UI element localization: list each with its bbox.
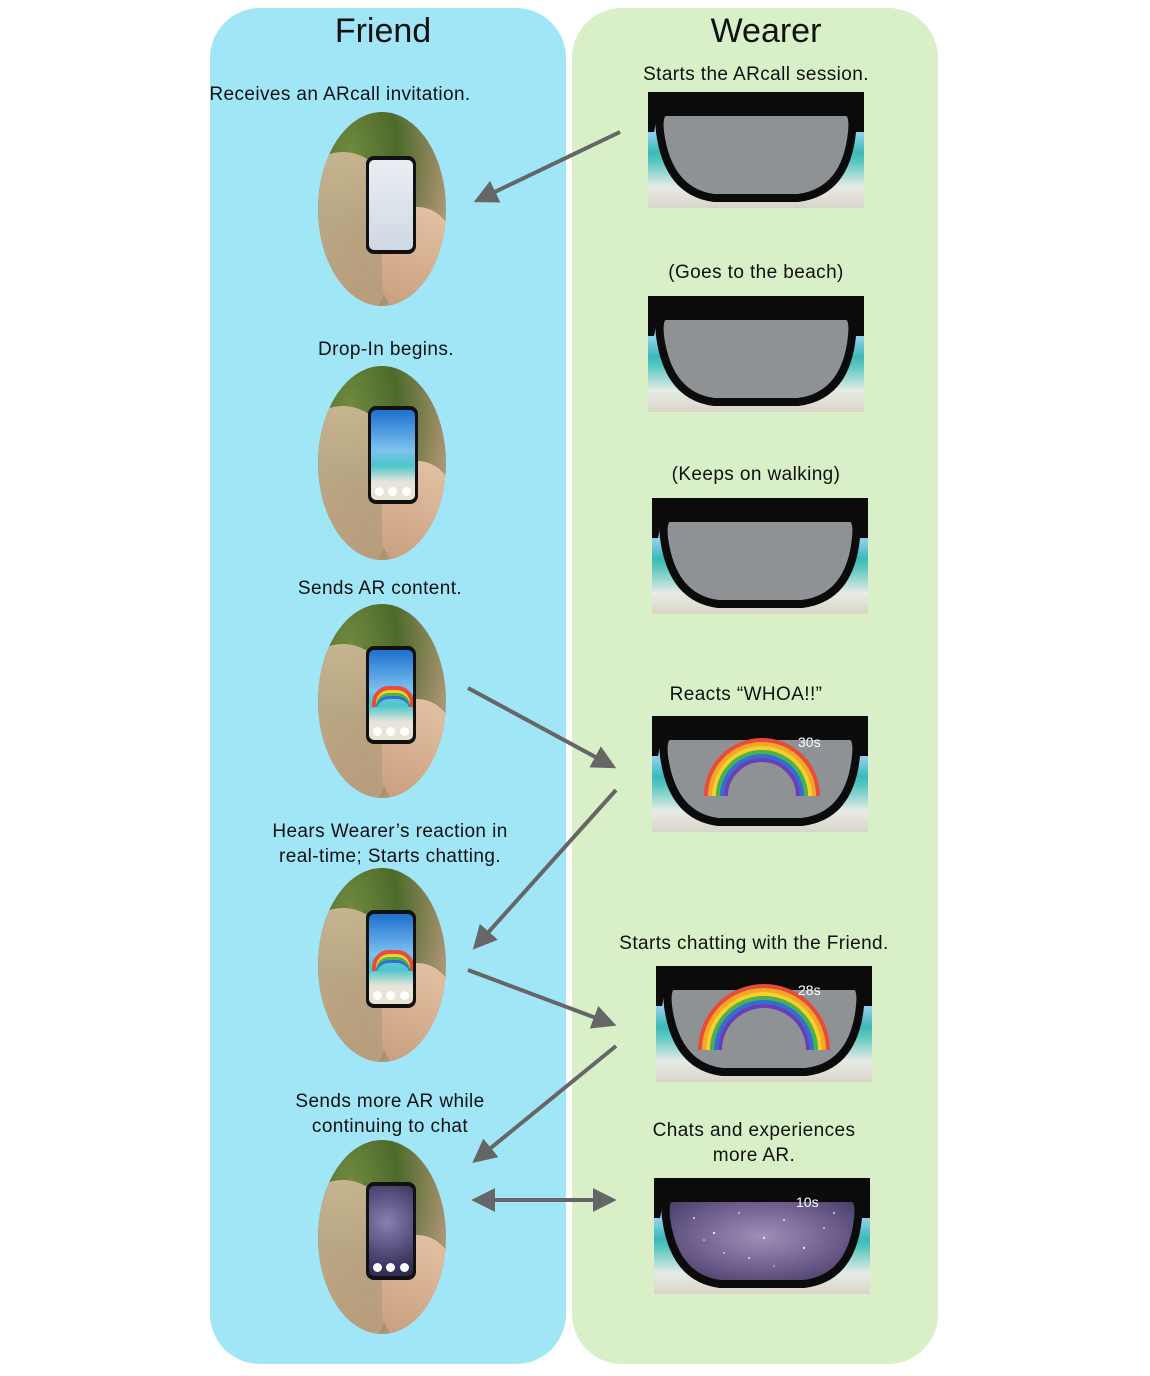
wearer-view-2 — [648, 296, 864, 412]
wearer-step-3-label: (Keeps on walking) — [671, 464, 841, 485]
wearer-view-5: 28s — [656, 966, 872, 1082]
rainbow-icon — [372, 686, 413, 707]
wearer-step-6-label-line2: more AR. — [712, 1145, 796, 1166]
wearer-column — [572, 8, 938, 1364]
arrow-wearer-to-friend-3 — [472, 1044, 618, 1164]
friend-step-1-label: Receives an ARcall invitation. — [209, 84, 471, 105]
friend-step-3-label: Sends AR content. — [297, 578, 463, 599]
wearer-step-5-label: Starts chatting with the Friend. — [619, 933, 889, 954]
wearer-step-4-label: Reacts “WHOA!!” — [669, 684, 823, 705]
rainbow-icon — [704, 738, 820, 797]
friend-step-5-label-line1: Sends more AR while — [295, 1091, 485, 1112]
arrow-wearer-to-friend-2 — [472, 788, 618, 950]
arrow-wearer-to-friend-1 — [473, 130, 621, 203]
friend-phone-photo-1 — [318, 112, 446, 306]
phone-icon — [368, 406, 418, 504]
wearer-view-4: 30s — [652, 716, 868, 832]
wearer-view-1 — [648, 92, 864, 208]
wearer-view-6: 10s — [654, 1178, 870, 1294]
rainbow-icon — [698, 984, 830, 1051]
phone-icon — [366, 156, 416, 254]
friend-phone-photo-2 — [318, 366, 446, 560]
friend-phone-photo-3 — [318, 604, 446, 798]
friend-phone-photo-4 — [318, 868, 446, 1062]
rainbow-icon — [372, 950, 413, 971]
timer-badge: 10s — [796, 1194, 819, 1210]
phone-icon — [366, 910, 416, 1008]
phone-icon — [366, 1182, 416, 1280]
wearer-view-3 — [652, 498, 868, 614]
wearer-step-2-label: (Goes to the beach) — [668, 262, 844, 283]
arrow-friend-to-wearer-1 — [467, 686, 617, 769]
friend-phone-photo-5 — [318, 1140, 446, 1334]
wearer-step-1-label: Starts the ARcall session. — [643, 64, 869, 85]
friend-step-5-label-line2: continuing to chat — [311, 1116, 469, 1137]
arrow-friend-to-wearer-2 — [467, 968, 617, 1029]
friend-column-title: Friend — [334, 12, 432, 50]
phone-icon — [366, 646, 416, 744]
stars-icon — [693, 1212, 835, 1267]
wearer-column-title: Wearer — [710, 12, 822, 50]
friend-step-4-label-line1: Hears Wearer’s reaction in — [272, 821, 508, 842]
friend-step-4-label-line2: real-time; Starts chatting. — [279, 846, 501, 867]
timer-badge: 30s — [798, 734, 821, 750]
friend-step-2-label: Drop-In begins. — [318, 339, 454, 360]
wearer-step-6-label-line1: Chats and experiences — [652, 1120, 856, 1141]
timer-badge: 28s — [798, 982, 821, 998]
